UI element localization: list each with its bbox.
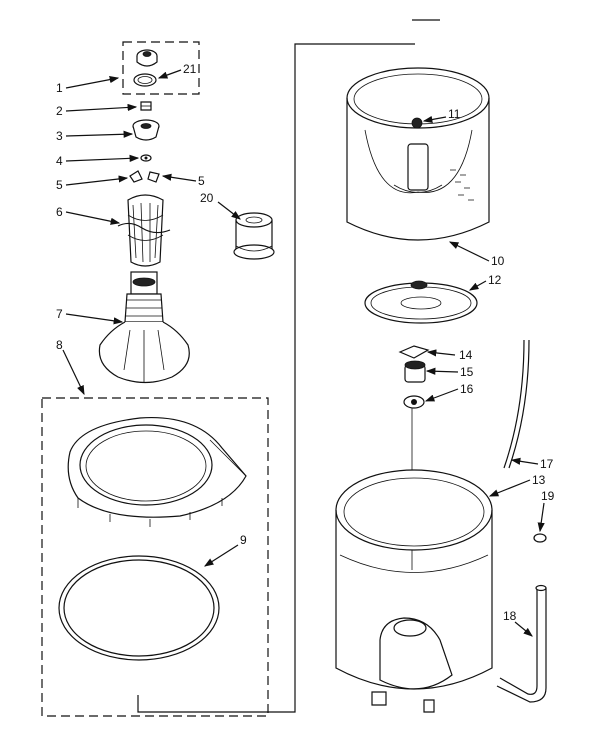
- cap-assembly-box: [122, 41, 200, 95]
- part-3-cam: [132, 119, 160, 141]
- callout-8: 8: [56, 338, 63, 352]
- callout-10: 10: [491, 254, 505, 268]
- callout-2: 2: [56, 104, 63, 118]
- callout-16: 16: [460, 382, 474, 396]
- part-17-hose: [503, 339, 530, 469]
- callout-11: 11: [448, 107, 461, 121]
- part-9-seal-ring: [58, 555, 220, 661]
- callout-3: 3: [56, 129, 63, 143]
- part-11-basket-nut: [411, 117, 423, 129]
- part-14-spring: [398, 345, 430, 359]
- part-19-clamp: [533, 533, 547, 543]
- part-5-dogs: [129, 170, 160, 183]
- callout-12: 12: [488, 273, 502, 287]
- callout-21: 21: [183, 62, 197, 76]
- part-1-agitator-cap: [136, 49, 158, 67]
- callout-1: 1: [56, 81, 63, 95]
- connector-line: [137, 43, 415, 713]
- part-10-spin-basket: [346, 67, 490, 241]
- part-18-drain-hose: [496, 584, 547, 703]
- part-8-tub-ring: [67, 416, 247, 527]
- part-20-filter: [233, 212, 275, 260]
- callout-5-right: 5: [198, 174, 205, 188]
- part-15-coupling: [404, 360, 426, 383]
- callout-7: 7: [56, 307, 63, 321]
- callout-18: 18: [503, 609, 517, 623]
- part-4-washer: [140, 154, 152, 162]
- callout-13: 13: [532, 473, 546, 487]
- part-13-outer-tub: [335, 469, 493, 713]
- part-7-agitator-base: [98, 271, 190, 384]
- callout-14: 14: [459, 348, 473, 362]
- callout-5-left: 5: [56, 178, 63, 192]
- callout-15: 15: [460, 365, 474, 379]
- part-21-cap-ring: [133, 73, 157, 87]
- part-6-agitator-barrel: [117, 194, 171, 267]
- callout-9: 9: [240, 533, 247, 547]
- callout-19: 19: [541, 489, 555, 503]
- part-16-hub: [403, 395, 425, 409]
- callout-4: 4: [56, 154, 63, 168]
- part-2-nut: [140, 101, 152, 111]
- callout-20: 20: [200, 191, 214, 205]
- tub-ring-box: [41, 397, 269, 717]
- part-12-drive-plate: [364, 280, 478, 324]
- leader-lines: [62, 69, 545, 637]
- callout-17: 17: [540, 457, 554, 471]
- callout-6: 6: [56, 205, 63, 219]
